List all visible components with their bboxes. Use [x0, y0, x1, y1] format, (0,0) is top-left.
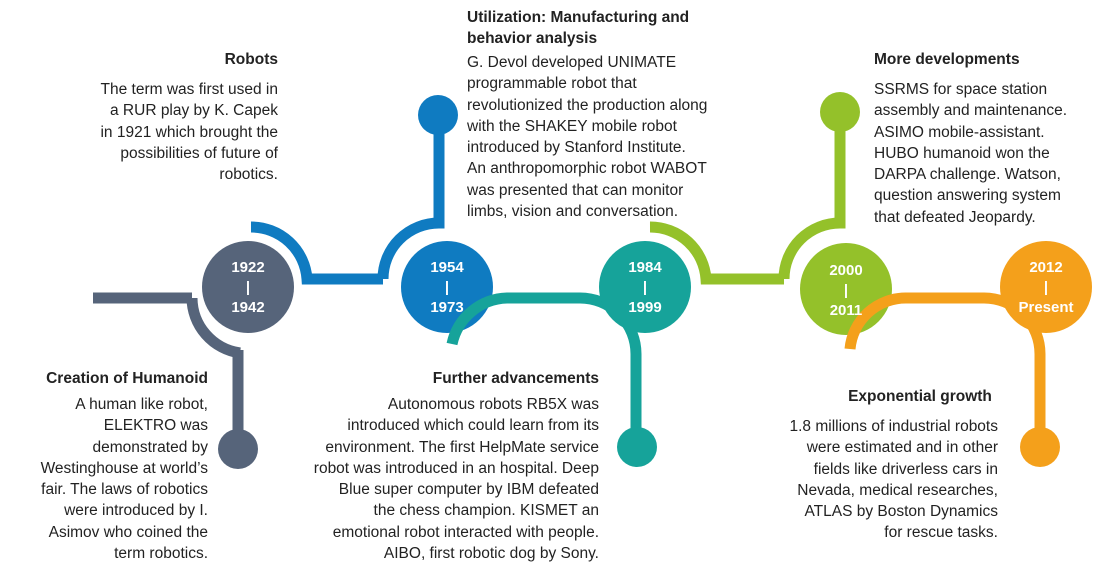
text-line: assembly and maintenance. — [874, 102, 1068, 120]
text-line: Blue super computer by IBM defeated — [338, 481, 599, 499]
year-label-1984-1999: 1984 | 1999 — [600, 258, 690, 318]
era-end: 1973 — [430, 299, 464, 316]
text-line: introduced by Stanford Institute. — [467, 139, 686, 157]
era-start: 2012 — [1029, 259, 1063, 276]
era-end: 2011 — [829, 302, 863, 319]
text-line: robotics. — [219, 166, 278, 184]
humanoid-description: A human like robot, ELEKTRO was demonstr… — [10, 394, 208, 564]
text-line: ATLAS by Boston Dynamics — [804, 503, 998, 521]
text-line: The term was first used in — [100, 81, 278, 98]
further-advancements-title: Further advancements — [432, 370, 599, 387]
text-line: revolutionized the production along — [467, 96, 708, 114]
year-label-2012-present: 2012 | Present — [1001, 258, 1091, 318]
text-line: Asimov who coined the — [48, 523, 208, 541]
text-line: in 1921 which brought the — [100, 123, 278, 141]
segment-1922-1942 — [93, 241, 294, 469]
text-line: question answering system — [874, 187, 1061, 205]
text-line: A human like robot, — [75, 396, 208, 413]
text-line: were introduced by I. — [64, 502, 208, 520]
text-line: the chess champion. KISMET an — [373, 502, 599, 520]
text-line: for rescue tasks. — [884, 524, 998, 542]
text-line: that defeated Jeopardy. — [874, 208, 1036, 226]
dot-green — [820, 92, 860, 132]
dot-teal — [617, 427, 657, 467]
title-line: behavior analysis — [467, 30, 598, 48]
era-end: Present — [1018, 299, 1074, 316]
text-line: demonstrated by — [92, 438, 208, 456]
arc-green-top — [778, 128, 846, 280]
arc-blue-left — [250, 221, 383, 285]
era-start: 1954 — [430, 259, 464, 276]
robots-description: The term was first used in a RUR play by… — [40, 79, 278, 185]
text-line: G. Devol developed UNIMATE — [467, 54, 677, 71]
text-line: robot was introduced in an hospital. Dee… — [313, 459, 599, 477]
text-line: ELEKTRO was — [103, 417, 208, 435]
arc-teal-left — [446, 292, 580, 346]
year-circle-teal — [599, 241, 691, 333]
utilization-title: Utilization: Manufacturing and behavior … — [467, 7, 767, 50]
robots-title: Robots — [224, 51, 278, 68]
year-circle-slate — [202, 241, 294, 333]
more-developments-description: SSRMS for space station assembly and mai… — [874, 79, 1099, 228]
text-line: Autonomous robots RB5X was — [387, 396, 599, 413]
humanoid-title: Creation of Humanoid — [46, 370, 208, 387]
text-line: An anthropomorphic robot WABOT — [467, 160, 707, 178]
text-line: HUBO humanoid won the — [874, 144, 1050, 162]
segment-2000-2011 — [649, 92, 892, 335]
era-end: 1942 — [231, 299, 265, 316]
text-line: ASIMO mobile-assistant. — [874, 123, 1045, 141]
era-start: 2000 — [829, 262, 863, 279]
year-circle-orange — [1000, 241, 1092, 333]
era-end: 1999 — [628, 299, 662, 316]
era-separator: | — [1043, 279, 1049, 296]
text-line: DARPA challenge. Watson, — [874, 166, 1061, 184]
text-line: was presented that can monitor — [467, 181, 684, 199]
text-line: limbs, vision and conversation. — [467, 203, 679, 221]
era-start: 1984 — [628, 259, 662, 276]
era-separator: | — [843, 282, 849, 299]
era-start: 1922 — [231, 259, 265, 276]
text-line: a RUR play by K. Capek — [110, 102, 278, 120]
segment-2012-present — [844, 241, 1092, 467]
segment-1984-1999 — [446, 241, 691, 467]
title-line: Utilization: Manufacturing and — [467, 9, 690, 26]
text-line: programmable robot that — [467, 75, 637, 93]
text-line: emotional robot interacted with people. — [332, 523, 599, 541]
text-line: Westinghouse at world’s — [40, 459, 208, 477]
text-line: AIBO, first robotic dog by Sony. — [383, 545, 599, 563]
arc-green-left — [649, 221, 784, 285]
exponential-growth-description: 1.8 millions of industrial robots were e… — [740, 416, 999, 544]
text-line: possibilities of future of — [120, 144, 278, 162]
text-line: fair. The laws of robotics — [41, 481, 208, 499]
text-line: Nevada, medical researches, — [797, 481, 998, 499]
year-label-2000-2011: 2000 | 2011 — [801, 261, 891, 321]
text-line: were estimated and in other — [806, 439, 998, 457]
utilization-description: G. Devol developed UNIMATE programmable … — [467, 52, 767, 222]
text-line: introduced which could learn from its — [347, 417, 599, 435]
text-line: term robotics. — [114, 545, 208, 563]
text-line: SSRMS for space station — [874, 81, 1048, 98]
era-separator: | — [245, 279, 251, 296]
arc-blue-top — [377, 131, 445, 280]
era-separator: | — [444, 279, 450, 296]
year-label-1954-1973: 1954 | 1973 — [402, 258, 492, 318]
dot-blue — [418, 95, 458, 135]
text-line: environment. The first HelpMate service — [325, 438, 599, 456]
era-separator: | — [642, 279, 648, 296]
text-line: 1.8 millions of industrial robots — [789, 418, 999, 435]
exponential-growth-title: Exponential growth — [848, 388, 992, 405]
dot-slate — [218, 429, 258, 469]
text-line: with the SHAKEY mobile robot — [467, 117, 677, 135]
year-label-1922-1942: 1922 | 1942 — [203, 258, 293, 318]
further-advancements-description: Autonomous robots RB5X was introduced wh… — [270, 394, 599, 564]
arc-slate — [186, 297, 242, 359]
arc-orange-left — [844, 292, 984, 350]
dot-orange — [1020, 427, 1060, 467]
text-line: fields like driverless cars in — [813, 460, 998, 478]
more-developments-title: More developments — [874, 51, 1020, 68]
